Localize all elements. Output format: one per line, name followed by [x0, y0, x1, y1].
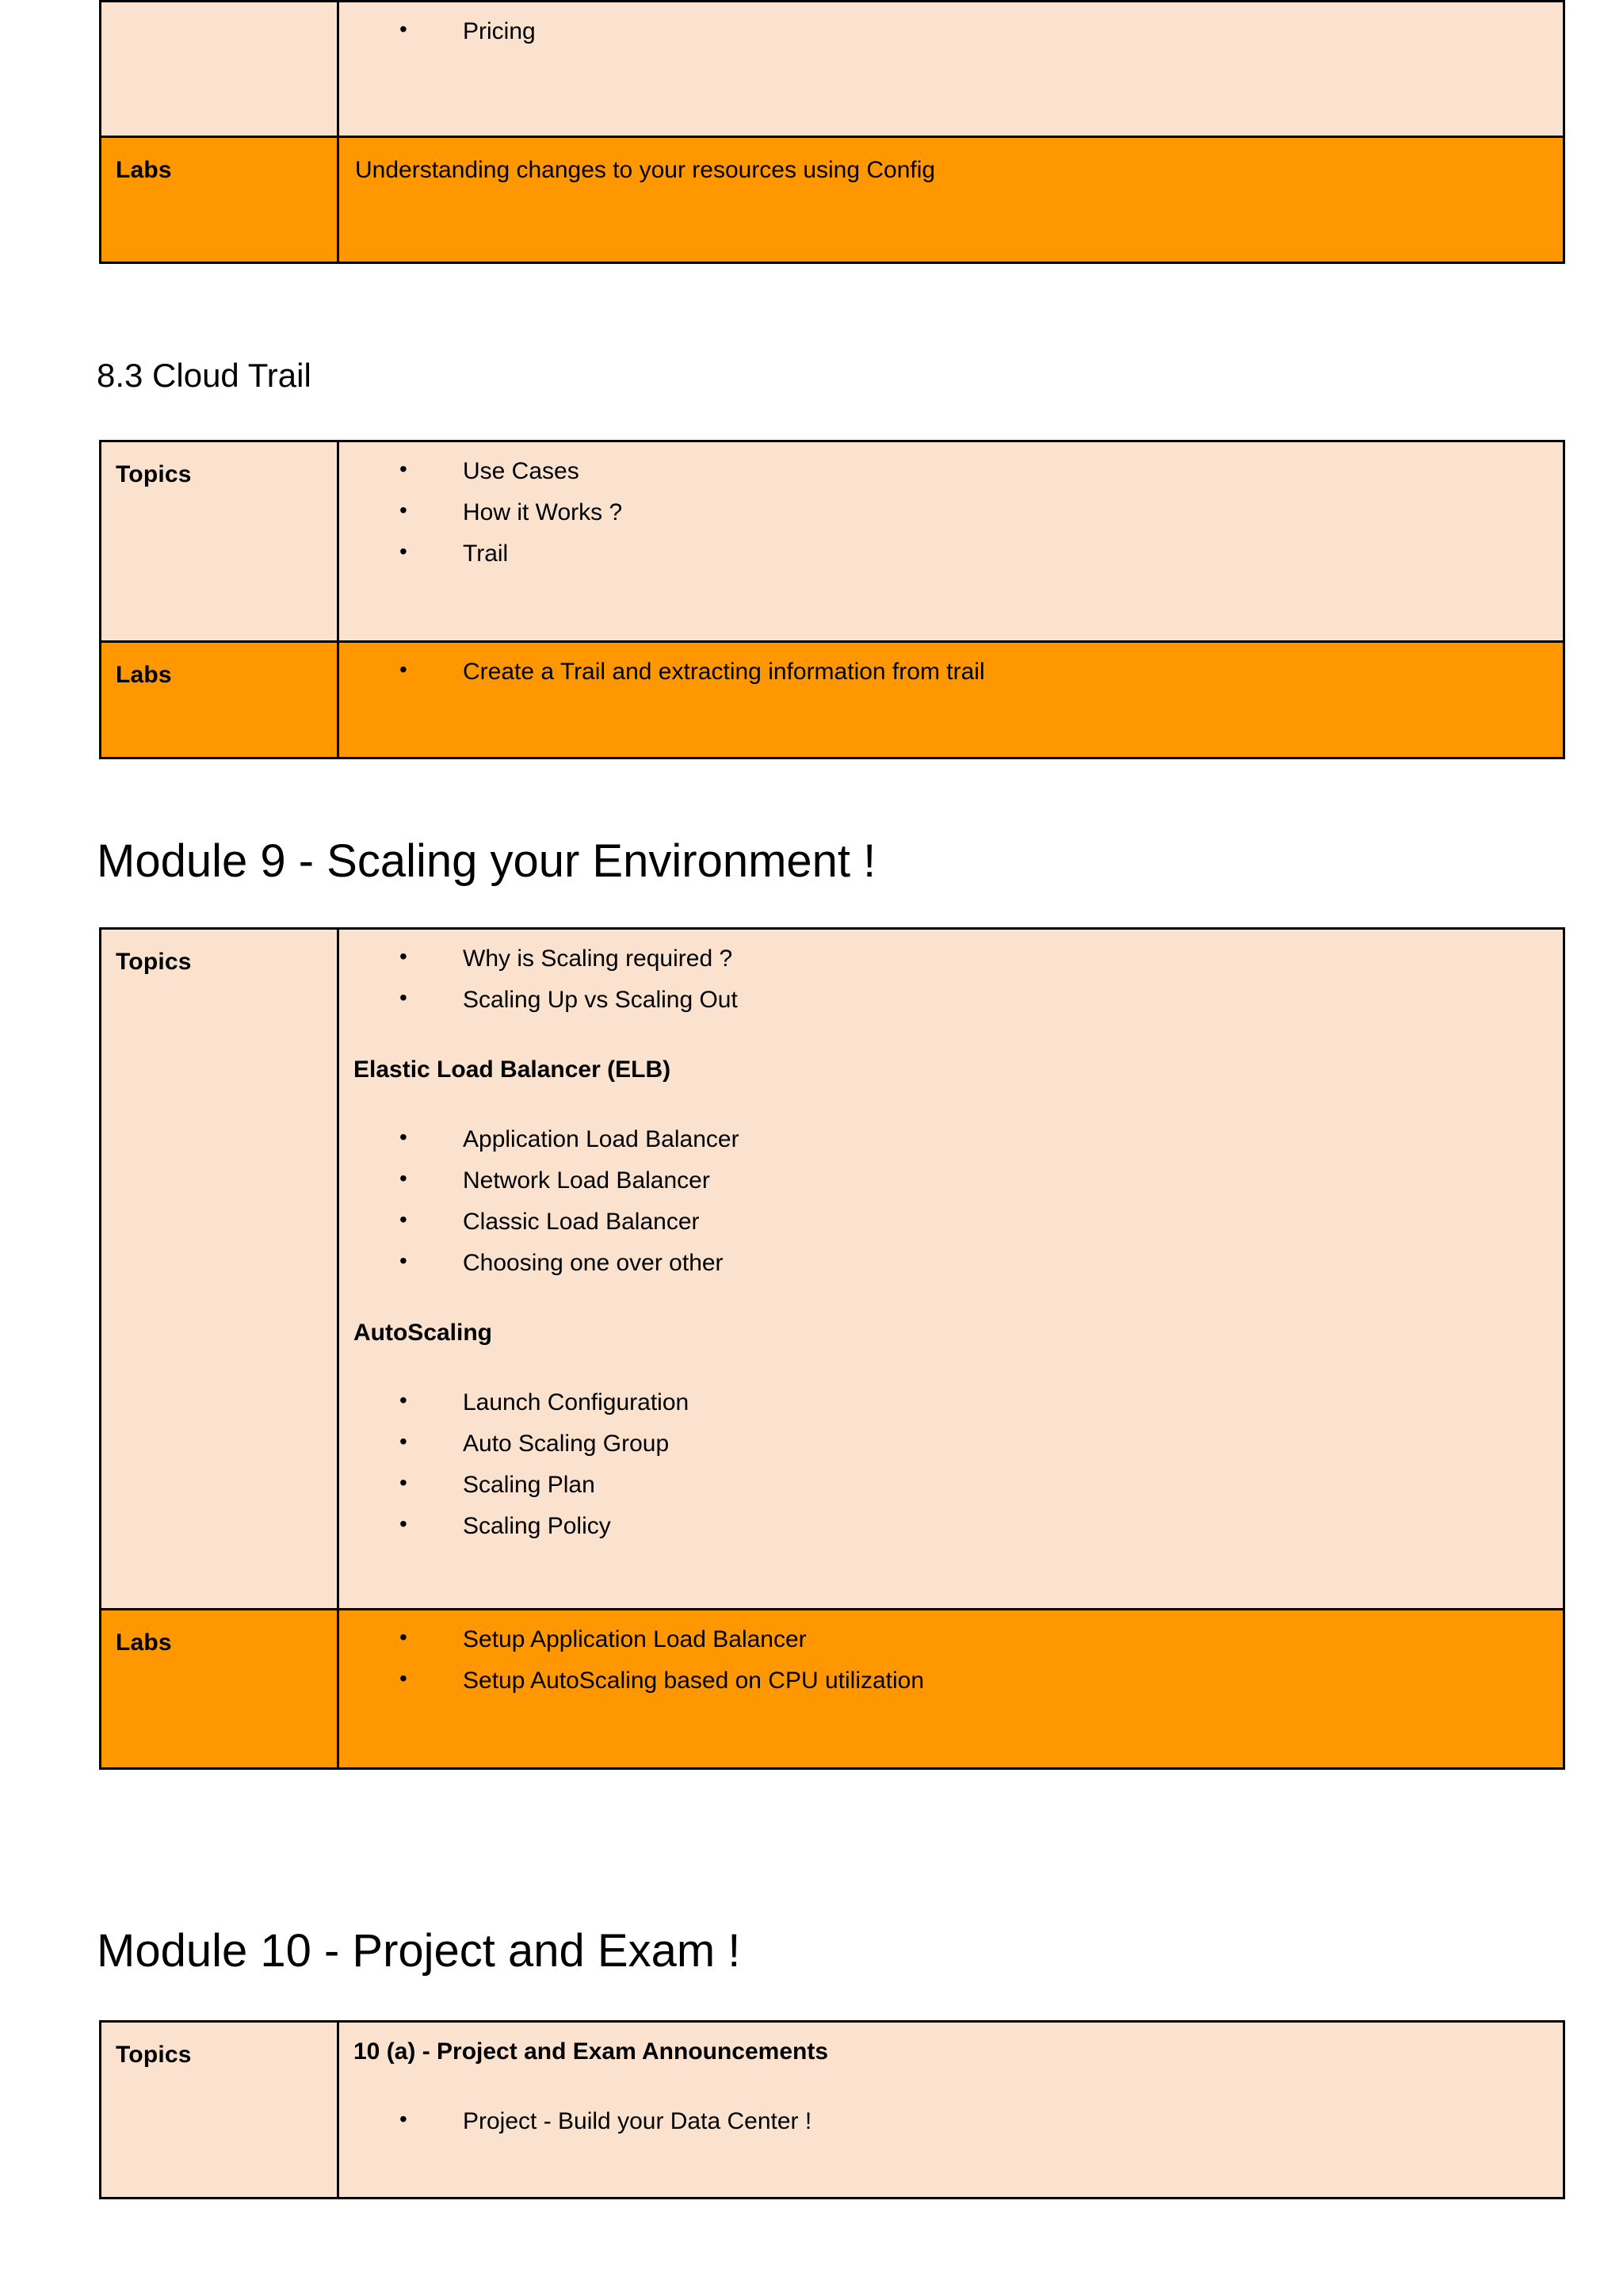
module10-topics-label: Topics — [116, 2042, 192, 2068]
list-item: Project - Build your Data Center ! — [350, 2108, 1552, 2134]
module9-labs-label: Labs — [116, 1629, 172, 1656]
module-heading-9: Module 9 - Scaling your Environment ! — [97, 835, 876, 887]
list-item: Why is Scaling required ? — [350, 946, 1552, 988]
cloudtrail-topics-label: Topics — [116, 461, 192, 487]
config-topics-label — [101, 2, 337, 23]
config-topics-label-cell — [99, 0, 339, 138]
module10-topics-label-cell: Topics — [99, 2020, 339, 2199]
table-row: Labs Understanding changes to your resou… — [99, 136, 1565, 264]
list-item: Setup Application Load Balancer — [350, 1626, 1552, 1669]
config-table: Pricing Labs Understanding changes to yo… — [99, 0, 1565, 264]
cloudtrail-labs-label-cell: Labs — [99, 640, 339, 759]
module9-autoscaling-subheading: AutoScaling — [353, 1320, 493, 1346]
module9-autoscaling-bullet-list: Launch Configuration Auto Scaling Group … — [350, 1389, 1552, 1538]
module10-table: Topics 10 (a) - Project and Exam Announc… — [99, 2020, 1565, 2199]
cloudtrail-topics-label-cell: Topics — [99, 440, 339, 643]
table-row: Topics 10 (a) - Project and Exam Announc… — [99, 2020, 1565, 2199]
list-item: Create a Trail and extracting informatio… — [350, 659, 1552, 684]
module9-labs-bullet-list: Setup Application Load Balancer Setup Au… — [350, 1626, 1552, 1693]
module9-elb-bullet-list: Application Load Balancer Network Load B… — [350, 1126, 1552, 1275]
module10-subheading: 10 (a) - Project and Exam Announcements — [353, 2038, 829, 2065]
table-row: Topics Why is Scaling required ? Scaling… — [99, 927, 1565, 1610]
module10-topics-body-cell: 10 (a) - Project and Exam Announcements … — [337, 2020, 1565, 2199]
config-topics-body-cell: Pricing — [337, 0, 1565, 138]
cloudtrail-labs-bullet-list: Create a Trail and extracting informatio… — [350, 659, 1552, 684]
cloudtrail-topics-body-cell: Use Cases How it Works ? Trail — [337, 440, 1565, 643]
list-item: How it Works ? — [350, 499, 1552, 542]
module9-topics-body-cell: Why is Scaling required ? Scaling Up vs … — [337, 927, 1565, 1610]
list-item: Scaling Plan — [350, 1472, 1552, 1515]
cloudtrail-topics-bullet-list: Use Cases How it Works ? Trail — [350, 458, 1552, 566]
table-row: Labs Create a Trail and extracting infor… — [99, 640, 1565, 759]
list-item: Classic Load Balancer — [350, 1209, 1552, 1251]
module10-bullet-list: Project - Build your Data Center ! — [350, 2108, 1552, 2134]
list-item: Auto Scaling Group — [350, 1431, 1552, 1473]
table-row: Topics Use Cases How it Works ? Trail — [99, 440, 1565, 643]
cloudtrail-table: Topics Use Cases How it Works ? Trail — [99, 440, 1565, 759]
config-labs-body-cell: Understanding changes to your resources … — [337, 136, 1565, 264]
module9-elb-subheading: Elastic Load Balancer (ELB) — [353, 1056, 671, 1083]
config-topics-bullet-list: Pricing — [350, 18, 1552, 44]
module9-labs-body-cell: Setup Application Load Balancer Setup Au… — [337, 1608, 1565, 1770]
module-heading-10: Module 10 - Project and Exam ! — [97, 1925, 741, 1977]
cloudtrail-labs-body-cell: Create a Trail and extracting informatio… — [337, 640, 1565, 759]
table-row: Labs Setup Application Load Balancer Set… — [99, 1608, 1565, 1770]
table-row: Pricing — [99, 0, 1565, 138]
config-labs-text: Understanding changes to your resources … — [355, 157, 936, 183]
list-item: Trail — [350, 541, 1552, 566]
list-item: Pricing — [350, 18, 1552, 44]
module9-topics-label-cell: Topics — [99, 927, 339, 1610]
cloudtrail-labs-label: Labs — [116, 662, 172, 688]
list-item: Launch Configuration — [350, 1389, 1552, 1432]
module9-intro-bullet-list: Why is Scaling required ? Scaling Up vs … — [350, 946, 1552, 1012]
list-item: Scaling Policy — [350, 1513, 1552, 1538]
list-item: Application Load Balancer — [350, 1126, 1552, 1169]
config-labs-label: Labs — [116, 157, 172, 183]
module9-topics-label: Topics — [116, 949, 192, 975]
section-heading-cloudtrail: 8.3 Cloud Trail — [97, 357, 311, 394]
list-item: Network Load Balancer — [350, 1167, 1552, 1210]
module9-table: Topics Why is Scaling required ? Scaling… — [99, 927, 1565, 1770]
list-item: Use Cases — [350, 458, 1552, 501]
list-item: Scaling Up vs Scaling Out — [350, 987, 1552, 1012]
config-labs-label-cell: Labs — [99, 136, 339, 264]
list-item: Choosing one over other — [350, 1250, 1552, 1275]
module9-labs-label-cell: Labs — [99, 1608, 339, 1770]
list-item: Setup AutoScaling based on CPU utilizati… — [350, 1668, 1552, 1693]
